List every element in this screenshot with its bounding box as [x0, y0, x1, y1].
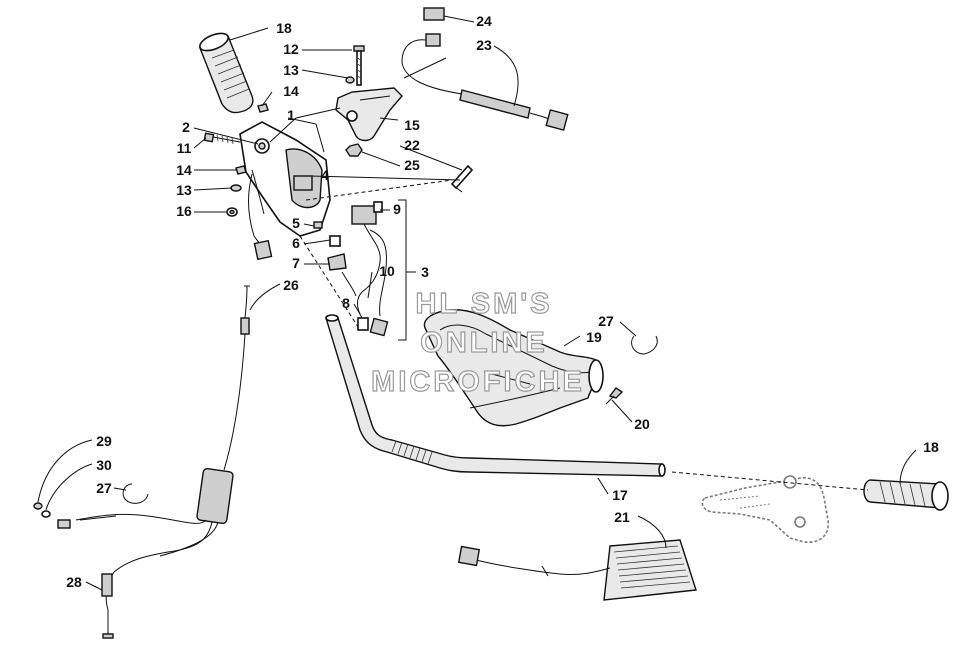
callout-22: 22: [404, 137, 420, 153]
parts-29-30-27: [33, 483, 149, 518]
callout-1: 1: [287, 107, 295, 123]
callout-7: 7: [292, 255, 300, 271]
leader-lines: [37, 15, 917, 591]
control-housing: [239, 121, 331, 237]
watermark-line-3: MICROFICHE: [371, 366, 585, 398]
screw-11: [203, 132, 241, 145]
callout-18-left-grip: 18: [276, 20, 292, 36]
watermark-line-1: HL SM'S: [416, 288, 553, 320]
callout-6: 6: [292, 235, 300, 251]
callout-5: 5: [292, 215, 300, 231]
callout-12: 12: [283, 41, 299, 57]
clamp-27: [631, 335, 658, 355]
handlebar: [325, 314, 666, 477]
callout-23: 23: [476, 37, 492, 53]
callout-3: 3: [421, 264, 429, 280]
callout-28: 28: [66, 574, 82, 590]
callout-11: 11: [177, 140, 192, 156]
callout-15: 15: [404, 117, 420, 133]
callout-29: 29: [96, 433, 112, 449]
callout-8: 8: [342, 295, 350, 311]
callout-24: 24: [476, 13, 492, 29]
washer-13-top: [345, 76, 355, 84]
right-grip: [863, 479, 949, 511]
pin-22: [450, 164, 474, 193]
callout-19: 19: [586, 329, 602, 345]
callout-16: 16: [176, 203, 192, 219]
switch-parts: [313, 221, 347, 271]
callout-14-top: 14: [283, 83, 299, 99]
callout-20: 20: [634, 416, 650, 432]
left-grip: [199, 32, 254, 114]
throttle-cable-26: [57, 285, 250, 639]
callout-21: 21: [614, 509, 630, 525]
callout-17: 17: [612, 487, 628, 503]
nut-14-left: [235, 165, 247, 175]
screw-12: [353, 45, 365, 86]
callout-30: 30: [96, 457, 112, 473]
throttle-housing: [701, 475, 829, 544]
screw-20: [605, 387, 624, 405]
watermark-line-2: ONLINE: [420, 327, 548, 359]
left-harness: [248, 173, 273, 261]
callout-14-left: 14: [176, 162, 192, 178]
washer-13-left: [230, 184, 242, 192]
callout-labels: 18 12 13 14 1 2 11 14 13 16 24 23 15 22 …: [66, 13, 939, 590]
callout-4: 4: [321, 167, 329, 183]
heater-element-21: [457, 539, 697, 601]
callout-27-clamp: 27: [598, 313, 614, 329]
nut-25: [345, 143, 363, 157]
callout-27-lower: 27: [96, 480, 112, 496]
hand-guard: [423, 309, 604, 427]
callout-13-top: 13: [283, 62, 299, 78]
callout-9: 9: [393, 201, 401, 217]
callout-25: 25: [404, 157, 420, 173]
watermark: HL SM'S ONLINE MICROFICHE: [371, 287, 585, 398]
brake-bracket: [335, 87, 403, 142]
callout-26: 26: [283, 277, 299, 293]
callout-18-right-grip: 18: [923, 439, 939, 455]
callout-10: 10: [379, 263, 395, 279]
washer-16: [226, 207, 238, 217]
heater-wire-23: [401, 7, 569, 131]
callout-2: 2: [182, 119, 190, 135]
switch-harness: [341, 201, 389, 337]
callout-13-left: 13: [176, 182, 192, 198]
